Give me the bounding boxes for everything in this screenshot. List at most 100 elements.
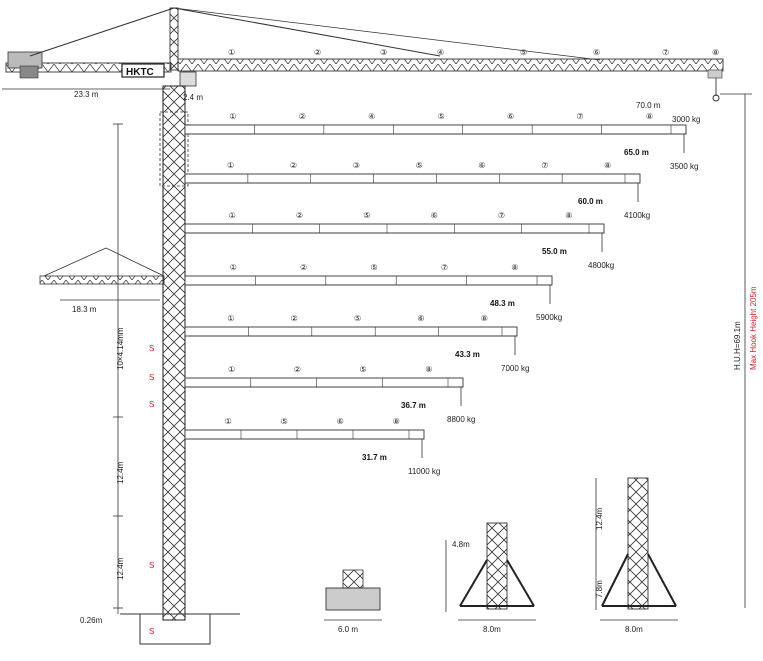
s-marker-3: S xyxy=(149,400,154,409)
jib-section-number: ② xyxy=(291,314,298,323)
jib-config-body xyxy=(184,326,518,337)
base-short-frame: 4.8m 8.0m xyxy=(445,522,536,634)
jib-config-row: ① ② ③ ⑤ ⑥ ⑦ ⑧ 60.0 m 4100kg xyxy=(184,161,650,220)
small-jib-body xyxy=(39,275,165,285)
jib-section-number: ② xyxy=(299,112,306,121)
jib-config-radius: 48.3 m xyxy=(490,299,515,308)
main-jib xyxy=(177,58,724,72)
s-marker-4: S xyxy=(149,561,154,570)
jib-config-body xyxy=(184,223,605,234)
jib-section-number: ① xyxy=(228,365,235,374)
base-offset-dim: 0.26m xyxy=(80,616,103,625)
top-load: 3000 kg xyxy=(672,115,700,124)
jib-section-number: ① xyxy=(227,314,234,323)
base-tall-legs xyxy=(601,553,677,607)
base-short-legs xyxy=(459,559,535,607)
jib-section-number: ⑤ xyxy=(281,417,288,426)
jib-config-body xyxy=(184,275,553,286)
jib-section-number: ⑧ xyxy=(511,263,518,272)
small-jib-length: 18.3 m xyxy=(72,305,97,314)
jib-config-load: 8800 kg xyxy=(447,415,475,424)
jib-section-number: ⑧ xyxy=(425,365,432,374)
s-marker-2: S xyxy=(149,373,154,382)
jib-config-body xyxy=(184,173,641,184)
jib-config-load: 7000 kg xyxy=(501,364,529,373)
mast: 10×4.14mm 12.4m 12.4m 0.26m S S S S S xyxy=(80,85,240,645)
jib-config-radius: 36.7 m xyxy=(401,401,426,410)
s-marker-1: S xyxy=(149,344,154,353)
height-dimensions: H.U.H=69.1m Max Hook Height 205m xyxy=(720,93,758,608)
jib-section-number: ② xyxy=(296,211,303,220)
top-jib-section-5: ⑤ xyxy=(520,48,527,57)
jib-section-number: ⑧ xyxy=(481,314,488,323)
base-tall-mast xyxy=(627,477,649,610)
top-jib-section-1: ① xyxy=(228,48,235,57)
mast-lattice xyxy=(162,85,186,621)
tower-head xyxy=(169,7,179,71)
jib-config-row: ① ② ⑤ ⑧ 36.7 m 8800 kg xyxy=(184,365,475,424)
base-mobile-body xyxy=(325,587,381,611)
small-jib-tie-2 xyxy=(105,247,165,277)
max-hook-label: Max Hook Height 205m xyxy=(749,286,758,370)
jib-section-number: ⑧ xyxy=(565,211,572,220)
base-tall-width: 8.0m xyxy=(625,625,643,634)
jib-section-number: ② xyxy=(294,365,301,374)
jib-tie-2 xyxy=(173,7,601,61)
jib-section-number: ③ xyxy=(353,161,360,170)
counter-jib-tie xyxy=(29,7,175,57)
jib-section-number: ⑥ xyxy=(507,112,514,121)
jib-section-number: ① xyxy=(229,112,236,121)
jib-tip-trolley xyxy=(707,69,723,79)
jib-config-load: 3500 kg xyxy=(670,162,698,171)
top-jib-section-8: ⑧ xyxy=(712,48,719,57)
jib-config-radius: 60.0 m xyxy=(578,197,603,206)
top-jib-section-7: ⑦ xyxy=(662,48,669,57)
jib-section-number: ⑤ xyxy=(416,161,423,170)
jib-section-number: ⑥ xyxy=(337,417,344,426)
jib-section-number: ⑥ xyxy=(431,211,438,220)
jib-config-load: 11000 kg xyxy=(408,467,440,476)
luffing-small-jib: 18.3 m xyxy=(39,247,165,314)
top-jib-section-2: ② xyxy=(314,48,321,57)
jib-config-body xyxy=(184,377,464,388)
jib-config-load: 4800kg xyxy=(588,261,614,270)
base-short-width: 8.0m xyxy=(483,625,501,634)
jib-config-radius: 43.3 m xyxy=(455,350,480,359)
jib-config-body xyxy=(184,429,425,440)
jib-section-number: ⑥ xyxy=(478,161,485,170)
brand-box xyxy=(121,63,165,78)
s-marker-5: S xyxy=(149,627,154,636)
jib-section-number: ⑦ xyxy=(498,211,505,220)
counterweight-block xyxy=(19,65,39,79)
jib-config-load: 4100kg xyxy=(624,211,650,220)
jib-config-load: 5900kg xyxy=(536,313,562,322)
jib-config-radius: 55.0 m xyxy=(542,247,567,256)
jib-config-radius: 31.7 m xyxy=(362,453,387,462)
jib-section-number: ⑧ xyxy=(646,112,653,121)
base-tall-lower: 7.8m xyxy=(595,580,604,598)
base-tall-upper: 12.4m xyxy=(595,507,604,530)
jib-section-number: ④ xyxy=(368,112,375,121)
upper-sections-dim: 10×4.14mm xyxy=(116,327,125,370)
operator-cab xyxy=(179,71,197,87)
tie-offset: 2.4 m xyxy=(183,93,203,102)
jib-section-number: ① xyxy=(227,161,234,170)
lower-section-dim: 12.4m xyxy=(116,557,125,580)
jib-config-body xyxy=(184,124,687,135)
jib-section-number: ⑤ xyxy=(360,365,367,374)
base-tall-frame: 12.4m 7.8m 8.0m xyxy=(595,477,678,634)
jib-section-number: ② xyxy=(290,161,297,170)
jib-section-number: ⑤ xyxy=(354,314,361,323)
jib-section-number: ⑤ xyxy=(370,263,377,272)
jib-section-number: ① xyxy=(225,417,232,426)
